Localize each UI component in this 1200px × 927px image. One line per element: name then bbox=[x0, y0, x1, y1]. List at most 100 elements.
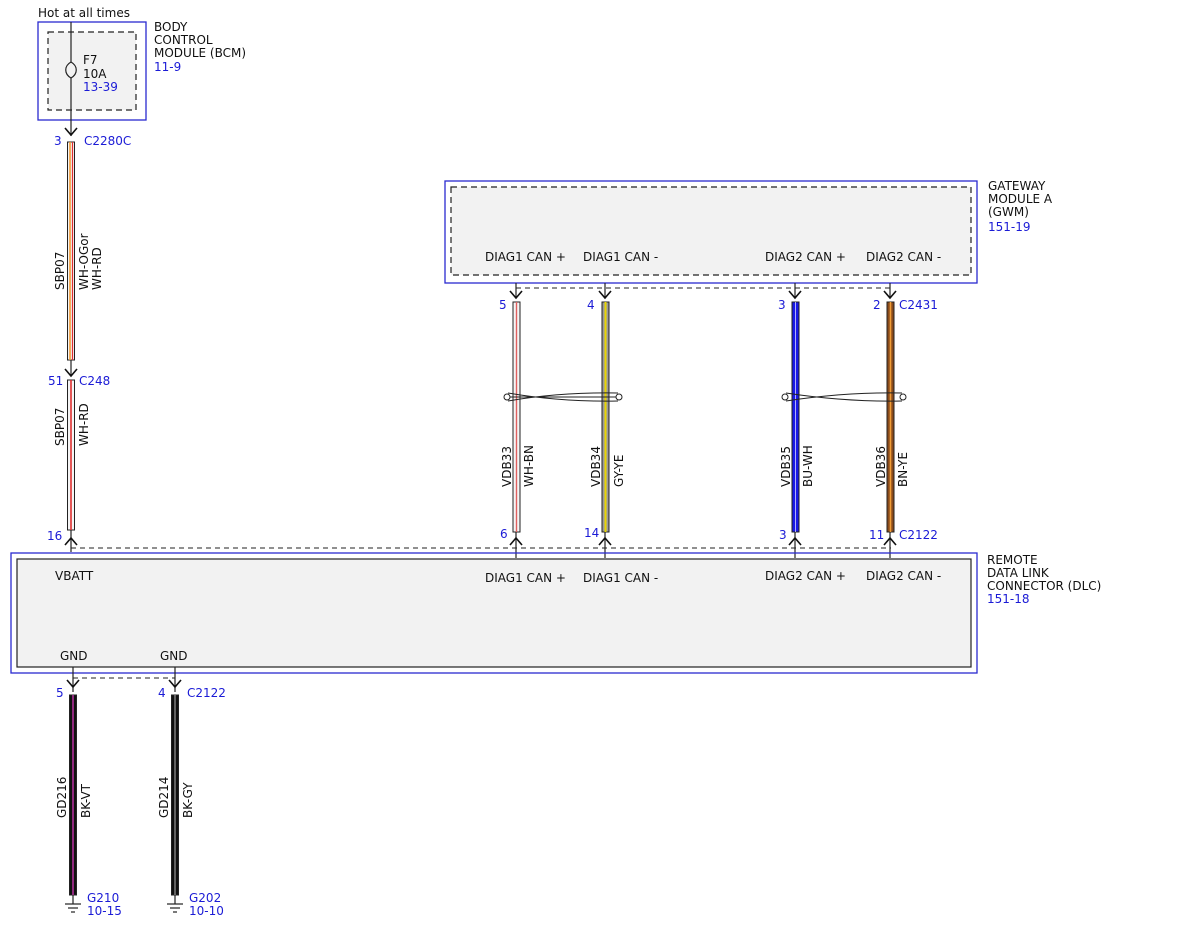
can-wire-vdb36-circuit: VDB36 bbox=[874, 446, 888, 487]
c2280c-arrow-icon bbox=[64, 127, 78, 137]
gwm-pin-label-diag2-minus: DIAG2 CAN - bbox=[866, 250, 941, 264]
c2431-arrow-2-icon bbox=[598, 290, 612, 300]
can-wire-vdb33-color: WH-BN bbox=[522, 445, 536, 487]
c2431-pin-diag1-plus: 5 bbox=[499, 298, 507, 312]
dlc-pin-diag2-minus: 11 bbox=[869, 528, 884, 542]
ground-wire-gd216-color: BK-VT bbox=[79, 783, 93, 818]
ground-icon bbox=[167, 903, 183, 913]
c2431-pin-diag2-plus: 3 bbox=[778, 298, 786, 312]
c248-pin: 51 bbox=[48, 374, 63, 388]
power-wire-lower: SBP07 WH-RD 16 bbox=[47, 379, 91, 552]
dlc-can-arrow-2-icon bbox=[598, 536, 612, 546]
ground-wire-gd214-color: BK-GY bbox=[181, 782, 195, 818]
gwm-inner-dashed bbox=[450, 186, 972, 276]
twisted-pair-diag2 bbox=[781, 392, 907, 402]
dlc-bottom-connector-id: C2122 bbox=[187, 686, 226, 700]
can-wire-vdb36: VDB36 BN-YE bbox=[874, 301, 910, 533]
dlc-name-line-1: REMOTE bbox=[987, 553, 1038, 567]
dlc-gnd-label-2: GND bbox=[160, 649, 188, 663]
can-wire-vdb33-circuit: VDB33 bbox=[500, 446, 514, 487]
gwm-module: GATEWAY MODULE A (GWM) 151-19 DIAG1 CAN … bbox=[444, 179, 1053, 289]
can-wire-vdb34: VDB34 GY-YE bbox=[589, 301, 626, 533]
can-wire-vdb35-color: BU-WH bbox=[801, 445, 815, 487]
ground-g202-ref: 10-10 bbox=[189, 904, 224, 918]
dlc-name-line-3: CONNECTOR (DLC) bbox=[987, 579, 1101, 593]
c2431-pin-diag2-minus: 2 bbox=[873, 298, 881, 312]
c2431-arrow-3-icon bbox=[788, 290, 802, 300]
c2280c-id: C2280C bbox=[84, 134, 131, 148]
ground-wire-gd216: GD216 BK-VT bbox=[55, 694, 93, 896]
ground-g210-ref: 10-15 bbox=[87, 904, 122, 918]
dlc-module: REMOTE DATA LINK CONNECTOR (DLC) 151-18 … bbox=[10, 552, 1101, 674]
dlc-pin-diag1-plus: 6 bbox=[500, 527, 508, 541]
ground-wire-gd214-circuit: GD214 bbox=[157, 777, 171, 818]
power-wire-upper-circuit: SBP07 bbox=[53, 252, 67, 290]
gwm-ref: 151-19 bbox=[988, 220, 1031, 234]
power-wire-upper-body bbox=[67, 141, 75, 361]
can-wire-vdb35-circuit: VDB35 bbox=[779, 446, 793, 487]
c2431-arrow-1-icon bbox=[509, 290, 523, 300]
twist-2-end-right bbox=[899, 393, 907, 401]
twist-2-end-left bbox=[781, 393, 789, 401]
vbatt-arrow-icon bbox=[64, 536, 78, 546]
power-wire-lower-circuit: SBP07 bbox=[53, 408, 67, 446]
ground-g202-id: G202 bbox=[189, 891, 221, 905]
dlc-ref: 151-18 bbox=[987, 592, 1030, 606]
gwm-pin-label-diag1-plus: DIAG1 CAN + bbox=[485, 250, 566, 264]
gwm-pin-label-diag1-minus: DIAG1 CAN - bbox=[583, 250, 658, 264]
hot-at-all-times-label: Hot at all times bbox=[38, 6, 130, 20]
c2431-arrow-4-icon bbox=[883, 290, 897, 300]
dlc-outline bbox=[10, 552, 978, 674]
c2431-pin-diag1-minus: 4 bbox=[587, 298, 595, 312]
can-wire-vdb35: VDB35 BU-WH bbox=[779, 301, 815, 533]
dlc-name-line-2: DATA LINK bbox=[987, 566, 1050, 580]
gwm-pin-label-diag2-plus: DIAG2 CAN + bbox=[765, 250, 846, 264]
power-wire-upper-color-1: WH-OGor bbox=[77, 233, 91, 290]
bcm-ref: 11-9 bbox=[154, 60, 181, 74]
dlc-can-arrow-4-icon bbox=[883, 536, 897, 546]
c2431-id: C2431 bbox=[899, 298, 938, 312]
fuse-name: F7 bbox=[83, 53, 98, 67]
dlc-top-connector-id: C2122 bbox=[899, 528, 938, 542]
dlc-label-diag1-plus: DIAG1 CAN + bbox=[485, 571, 566, 585]
power-wire-upper-color-2: WH-RD bbox=[90, 247, 104, 290]
dlc-bottom-connector: 5 4 C2122 bbox=[56, 667, 226, 700]
bcm-name-line-1: BODY bbox=[154, 20, 188, 34]
ground-g202: G202 10-10 bbox=[167, 891, 224, 918]
twist-1-end-right bbox=[615, 393, 623, 401]
ground-wire-gd216-circuit: GD216 bbox=[55, 777, 69, 818]
bcm-name-line-2: CONTROL bbox=[154, 33, 213, 47]
dlc-label-diag1-minus: DIAG1 CAN - bbox=[583, 571, 658, 585]
c248-id: C248 bbox=[79, 374, 110, 388]
dlc-top-connector: 6 14 3 11 C2122 bbox=[71, 526, 938, 558]
c248-arrow-icon bbox=[64, 368, 78, 378]
gnd-arrow-1-icon bbox=[66, 679, 80, 689]
c248-connector: 51 C248 bbox=[48, 360, 110, 388]
dlc-can-arrow-3-icon bbox=[788, 536, 802, 546]
vbatt-pin: 16 bbox=[47, 529, 62, 543]
gwm-name-line-2: MODULE A bbox=[988, 192, 1053, 206]
can-wire-vdb33: VDB33 WH-BN bbox=[500, 301, 536, 533]
c2431-connector: 5 4 3 2 C2431 bbox=[499, 283, 938, 312]
can-wire-vdb34-color: GY-YE bbox=[612, 455, 626, 487]
dlc-pin-diag1-minus: 14 bbox=[584, 526, 599, 540]
dlc-label-diag2-minus: DIAG2 CAN - bbox=[866, 569, 941, 583]
dlc-label-diag2-plus: DIAG2 CAN + bbox=[765, 569, 846, 583]
dlc-pin-diag2-plus: 3 bbox=[779, 528, 787, 542]
dlc-inner bbox=[16, 558, 972, 668]
gwm-outline bbox=[444, 180, 978, 284]
can-wire-vdb34-circuit: VDB34 bbox=[589, 446, 603, 487]
ground-g210: G210 10-15 bbox=[65, 891, 122, 918]
power-wire-lower-color: WH-RD bbox=[77, 403, 91, 446]
ground-wire-gd214: GD214 BK-GY bbox=[157, 694, 195, 896]
power-wire-upper: SBP07 WH-OGor WH-RD bbox=[53, 141, 104, 361]
twist-2-icon bbox=[785, 392, 903, 402]
ground-g210-id: G210 bbox=[87, 891, 119, 905]
bcm-inner-dashed bbox=[47, 31, 137, 111]
fuse-rating: 10A bbox=[83, 67, 107, 81]
gwm-name-line-3: (GWM) bbox=[988, 205, 1029, 219]
twist-1-end-left bbox=[503, 393, 511, 401]
ground-icon bbox=[65, 903, 81, 913]
dlc-can-arrow-1-icon bbox=[509, 536, 523, 546]
